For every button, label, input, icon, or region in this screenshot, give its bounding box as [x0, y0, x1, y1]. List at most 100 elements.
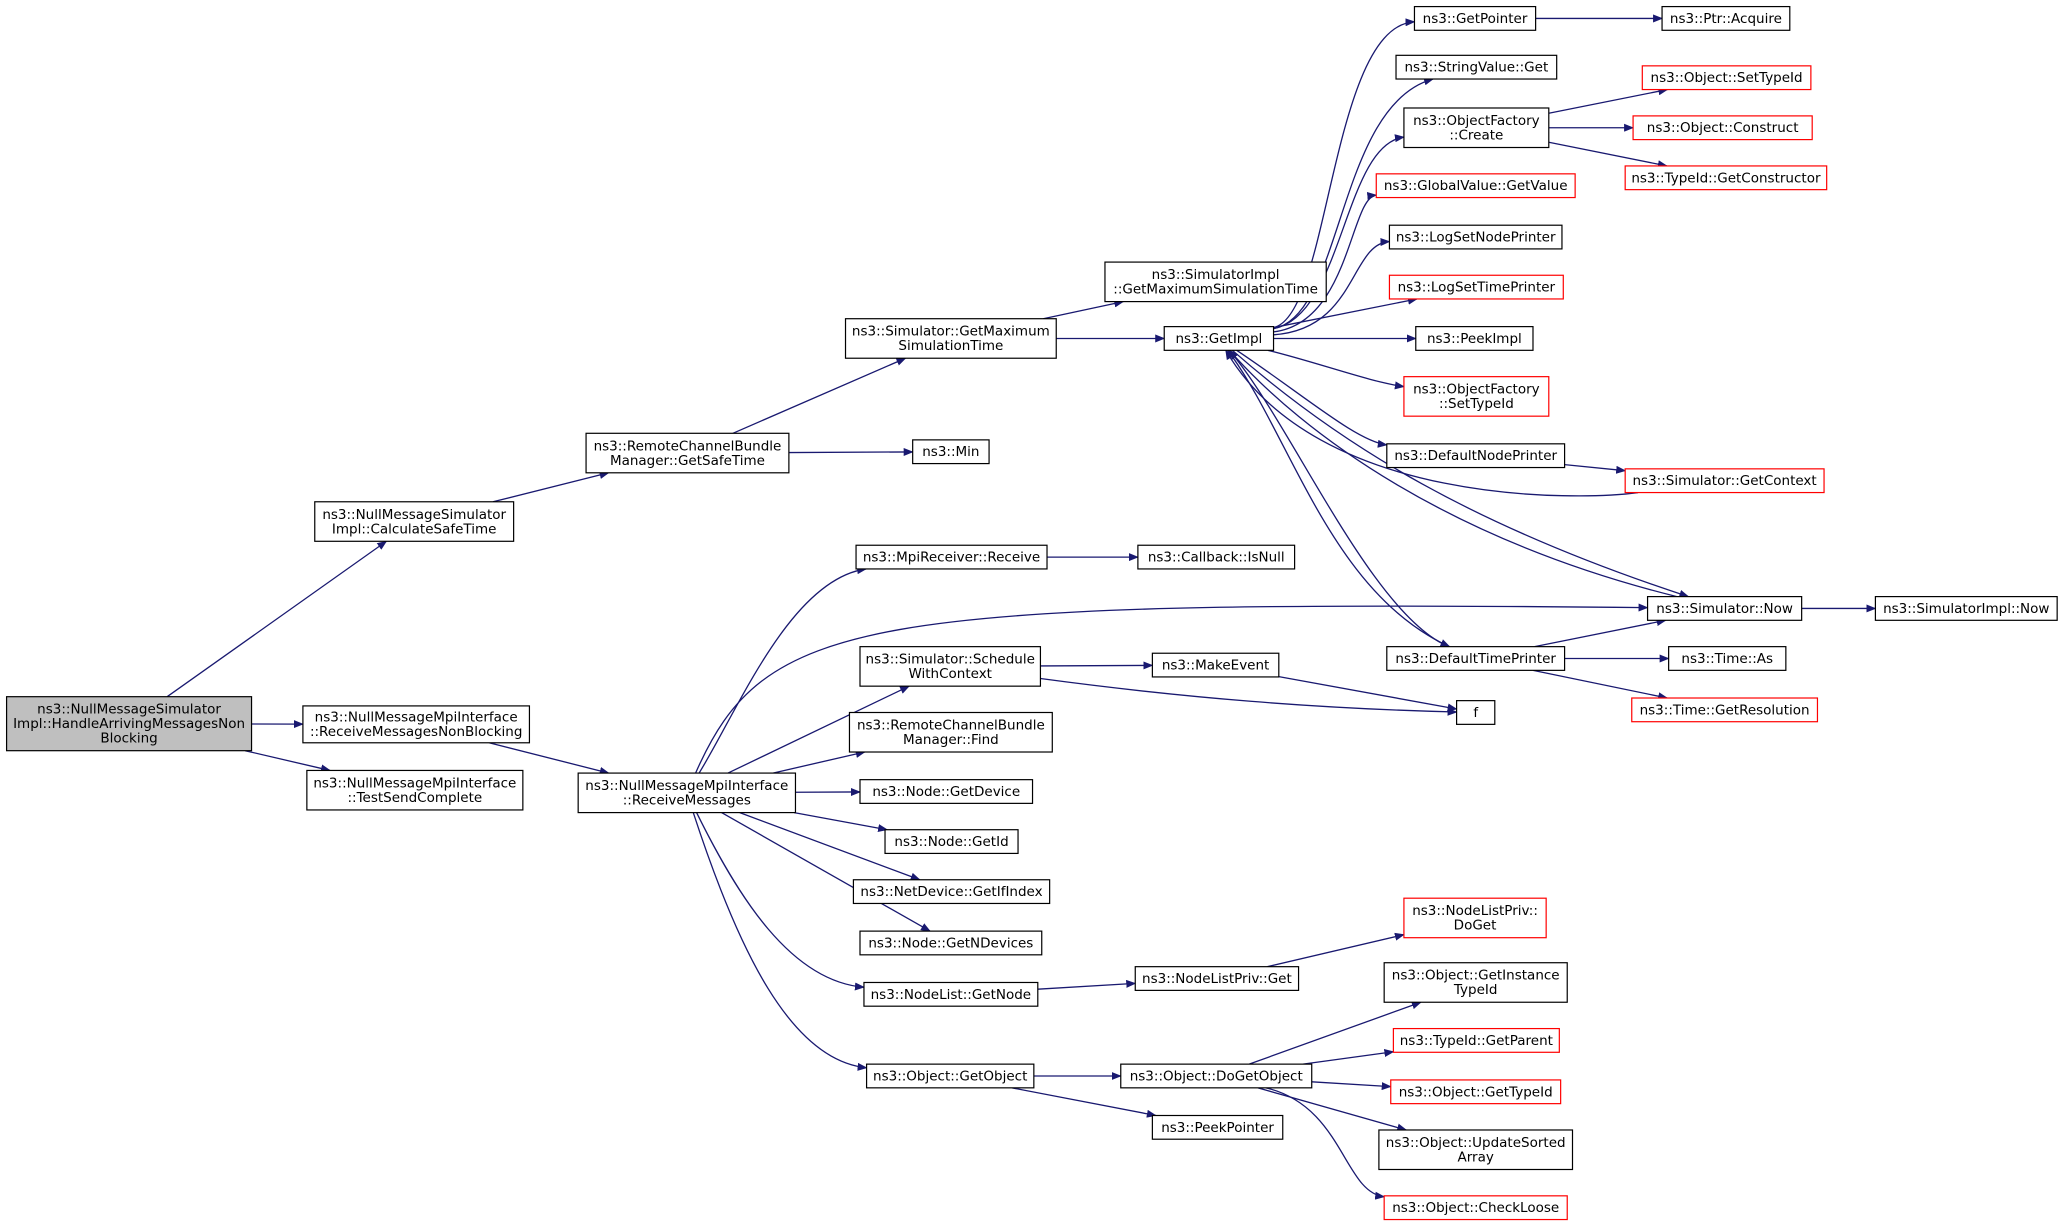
- node-checkLoose[interactable]: ns3::Object::CheckLoose: [1383, 1195, 1568, 1221]
- node-objConstruct[interactable]: ns3::Object::Construct: [1632, 115, 1813, 141]
- node-mpiRecv[interactable]: ns3::MpiReceiver::Receive: [855, 544, 1048, 570]
- node-min[interactable]: ns3::Min: [912, 439, 990, 465]
- node-label: ns3::Node::GetDevice: [872, 784, 1020, 800]
- edge-getSafeTime-to-simGetMax: [732, 357, 907, 434]
- edge-getImpl-to-logTimePrinter: [1273, 296, 1418, 329]
- node-box: [859, 930, 1043, 956]
- node-getSafeTime[interactable]: ns3::RemoteChannelBundleManager::GetSafe…: [585, 432, 790, 474]
- node-label: ns3::RemoteChannelBundle: [857, 718, 1045, 734]
- node-box: [5, 696, 253, 752]
- edge-schedCtx-to-makeEvent: [1040, 661, 1154, 670]
- node-box: [859, 646, 1042, 687]
- node-f[interactable]: f: [1456, 700, 1496, 725]
- edge-getImpl-to-simNow: [1231, 349, 1690, 598]
- node-peekImpl[interactable]: ns3::PeekImpl: [1415, 326, 1534, 351]
- node-recvMsgs[interactable]: ns3::NullMessageMpiInterface::ReceiveMes…: [577, 772, 797, 814]
- node-box: [1151, 652, 1280, 678]
- node-calcSafe[interactable]: ns3::NullMessageSimulatorImpl::Calculate…: [314, 501, 515, 542]
- node-box: [1661, 5, 1791, 31]
- edge-simGetContext-to-getImpl: [1225, 349, 1639, 497]
- node-getDevice[interactable]: ns3::Node::GetDevice: [859, 779, 1034, 804]
- edge-doGetObject-to-checkLoose: [1265, 1087, 1386, 1200]
- node-box: [302, 705, 531, 744]
- node-label: ns3::Object::GetTypeId: [1399, 1084, 1553, 1100]
- node-doGetObject[interactable]: ns3::Object::DoGetObject: [1120, 1063, 1313, 1089]
- edge-nlpGet-to-nlpDoGet: [1267, 932, 1405, 968]
- node-label: ns3::TypeId::GetParent: [1400, 1033, 1553, 1049]
- node-testSend[interactable]: ns3::NullMessageMpiInterface::TestSendCo…: [306, 769, 524, 811]
- node-box: [855, 544, 1048, 570]
- node-defTimePrinter[interactable]: ns3::DefaultTimePrinter: [1386, 646, 1566, 671]
- node-makeEvent[interactable]: ns3::MakeEvent: [1151, 652, 1280, 678]
- node-label: ns3::SimulatorImpl: [1152, 267, 1280, 283]
- node-box: [1137, 544, 1296, 570]
- node-box: [1403, 376, 1550, 417]
- node-label: ::ReceiveMessagesNonBlocking: [310, 724, 522, 740]
- node-logNodePrinter[interactable]: ns3::LogSetNodePrinter: [1388, 224, 1563, 250]
- node-label: ns3::Object::Construct: [1647, 120, 1799, 136]
- node-simImplGetMax[interactable]: ns3::SimulatorImpl::GetMaximumSimulation…: [1104, 261, 1327, 303]
- node-label: ns3::TypeId::GetConstructor: [1631, 170, 1821, 186]
- node-getImpl[interactable]: ns3::GetImpl: [1163, 326, 1275, 351]
- node-getIfIndex[interactable]: ns3::NetDevice::GetIfIndex: [852, 879, 1051, 905]
- node-ofCreate[interactable]: ns3::ObjectFactory::Create: [1403, 107, 1550, 149]
- node-tidGetParent[interactable]: ns3::TypeId::GetParent: [1392, 1027, 1560, 1053]
- node-objGetTypeId[interactable]: ns3::Object::GetTypeId: [1390, 1079, 1562, 1105]
- node-label: ns3::NullMessageMpiInterface: [313, 775, 516, 791]
- node-box: [1392, 1027, 1560, 1053]
- node-box: [1388, 224, 1563, 250]
- node-ptrAcquire[interactable]: ns3::Ptr::Acquire: [1661, 5, 1791, 31]
- edge-recvMsgs-to-objGetObject: [692, 812, 868, 1071]
- node-gvGetValue[interactable]: ns3::GlobalValue::GetValue: [1375, 173, 1576, 199]
- node-root: ns3::NullMessageSimulatorImpl::HandleArr…: [5, 696, 253, 752]
- node-box: [1413, 5, 1537, 31]
- node-label: ns3::GetImpl: [1175, 331, 1262, 347]
- edge-recvMsgs-to-mpiRecv: [698, 566, 868, 774]
- node-getId[interactable]: ns3::Node::GetId: [884, 829, 1019, 855]
- node-box: [1383, 962, 1568, 1003]
- node-timeGetRes[interactable]: ns3::Time::GetResolution: [1631, 697, 1819, 723]
- node-logTimePrinter[interactable]: ns3::LogSetTimePrinter: [1388, 274, 1564, 300]
- node-tidGetCtor[interactable]: ns3::TypeId::GetConstructor: [1624, 165, 1828, 191]
- node-label: Array: [1458, 1149, 1494, 1165]
- node-box: [1390, 1079, 1562, 1105]
- node-defNodePrinter[interactable]: ns3::DefaultNodePrinter: [1386, 443, 1566, 469]
- node-strValGet[interactable]: ns3::StringValue::Get: [1395, 54, 1558, 80]
- edge-recvMsgs-to-schedCtx: [727, 685, 910, 774]
- node-nlpDoGet[interactable]: ns3::NodeListPriv::DoGet: [1403, 897, 1547, 939]
- node-box: [865, 1063, 1035, 1089]
- node-ofSetTypeId[interactable]: ns3::ObjectFactory::SetTypeId: [1403, 376, 1550, 417]
- node-objGetObject[interactable]: ns3::Object::GetObject: [865, 1063, 1035, 1089]
- node-label: ns3::Ptr::Acquire: [1670, 11, 1782, 27]
- node-peekPointer[interactable]: ns3::PeekPointer: [1151, 1114, 1284, 1140]
- edge-getImpl-to-strValGet: [1273, 77, 1434, 330]
- edge-root-to-calcSafe: [166, 540, 388, 698]
- node-label: ::GetMaximumSimulationTime: [1113, 282, 1318, 298]
- node-timeAs[interactable]: ns3::Time::As: [1668, 646, 1787, 671]
- edge-getImpl-to-defTimePrinter: [1227, 349, 1451, 648]
- edge-doGetObject-to-updSorted: [1257, 1087, 1408, 1132]
- node-getPointer[interactable]: ns3::GetPointer: [1413, 5, 1537, 31]
- node-label: ns3::Object::CheckLoose: [1392, 1200, 1559, 1216]
- node-label: ns3::Simulator::Now: [1656, 601, 1793, 617]
- node-recvNB[interactable]: ns3::NullMessageMpiInterface::ReceiveMes…: [302, 705, 531, 744]
- node-simGetMax[interactable]: ns3::Simulator::GetMaximumSimulationTime: [844, 318, 1057, 359]
- node-label: ns3::Min: [922, 444, 979, 460]
- node-nlpGet[interactable]: ns3::NodeListPriv::Get: [1134, 966, 1300, 991]
- node-getNDevices[interactable]: ns3::Node::GetNDevices: [859, 930, 1043, 956]
- node-box: [1646, 596, 1803, 621]
- node-objSetTypeId[interactable]: ns3::Object::SetTypeId: [1641, 65, 1812, 91]
- node-cbIsNull[interactable]: ns3::Callback::IsNull: [1137, 544, 1296, 570]
- node-nlGetNode[interactable]: ns3::NodeList::GetNode: [863, 981, 1039, 1007]
- node-box: [1632, 115, 1813, 141]
- node-label: ns3::PeekImpl: [1427, 331, 1522, 347]
- node-simNow[interactable]: ns3::Simulator::Now: [1646, 596, 1803, 621]
- node-label: ns3::Time::GetResolution: [1640, 702, 1810, 718]
- node-simImplNow[interactable]: ns3::SimulatorImpl::Now: [1874, 596, 2058, 621]
- node-box: [1874, 596, 2058, 621]
- node-simGetContext[interactable]: ns3::Simulator::GetContext: [1624, 468, 1825, 494]
